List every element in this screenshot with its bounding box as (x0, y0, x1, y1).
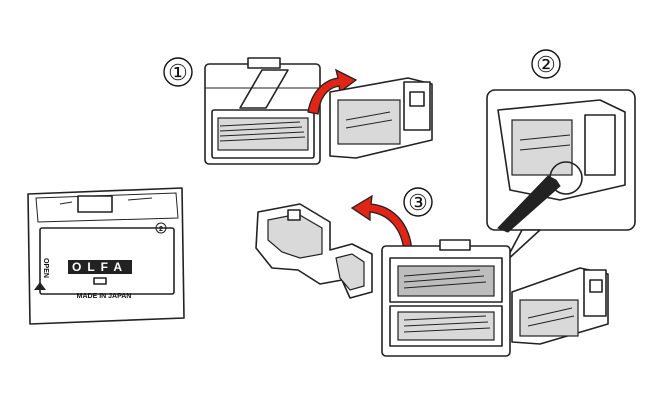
step-2-circle (531, 49, 561, 79)
step-1-number: ① (168, 60, 188, 85)
step-1-circle (163, 57, 193, 87)
case-side-number: 2 (159, 226, 163, 233)
step-3-circle (403, 187, 433, 217)
open-arrow-icon (34, 282, 46, 290)
made-in-japan-text: MADE IN JAPAN (77, 293, 132, 300)
closed-case-illustration: 2 OLFA MADE IN JAPAN OPEN (27, 187, 185, 325)
olfa-brand-text: OLFA (72, 260, 128, 274)
open-label: OPEN (42, 258, 49, 278)
step-3-number: ③ (408, 190, 428, 215)
step-2-illustration: ② (486, 49, 636, 263)
step-3-illustration: ③ (255, 187, 609, 357)
olfa-logo-plate (68, 260, 132, 274)
step-1-illustration: ① (163, 57, 433, 165)
step-3-divider-piece (255, 203, 373, 299)
step-1-case-body (204, 57, 321, 165)
step-1-red-arrow (307, 68, 358, 115)
step-3-case-lid (511, 267, 609, 345)
step-3-case-body (381, 239, 511, 357)
step-2-number: ② (536, 52, 556, 77)
step-1-case-lid (329, 77, 433, 159)
step-3-red-arrow (350, 194, 413, 253)
step-2-pointer (504, 229, 541, 263)
